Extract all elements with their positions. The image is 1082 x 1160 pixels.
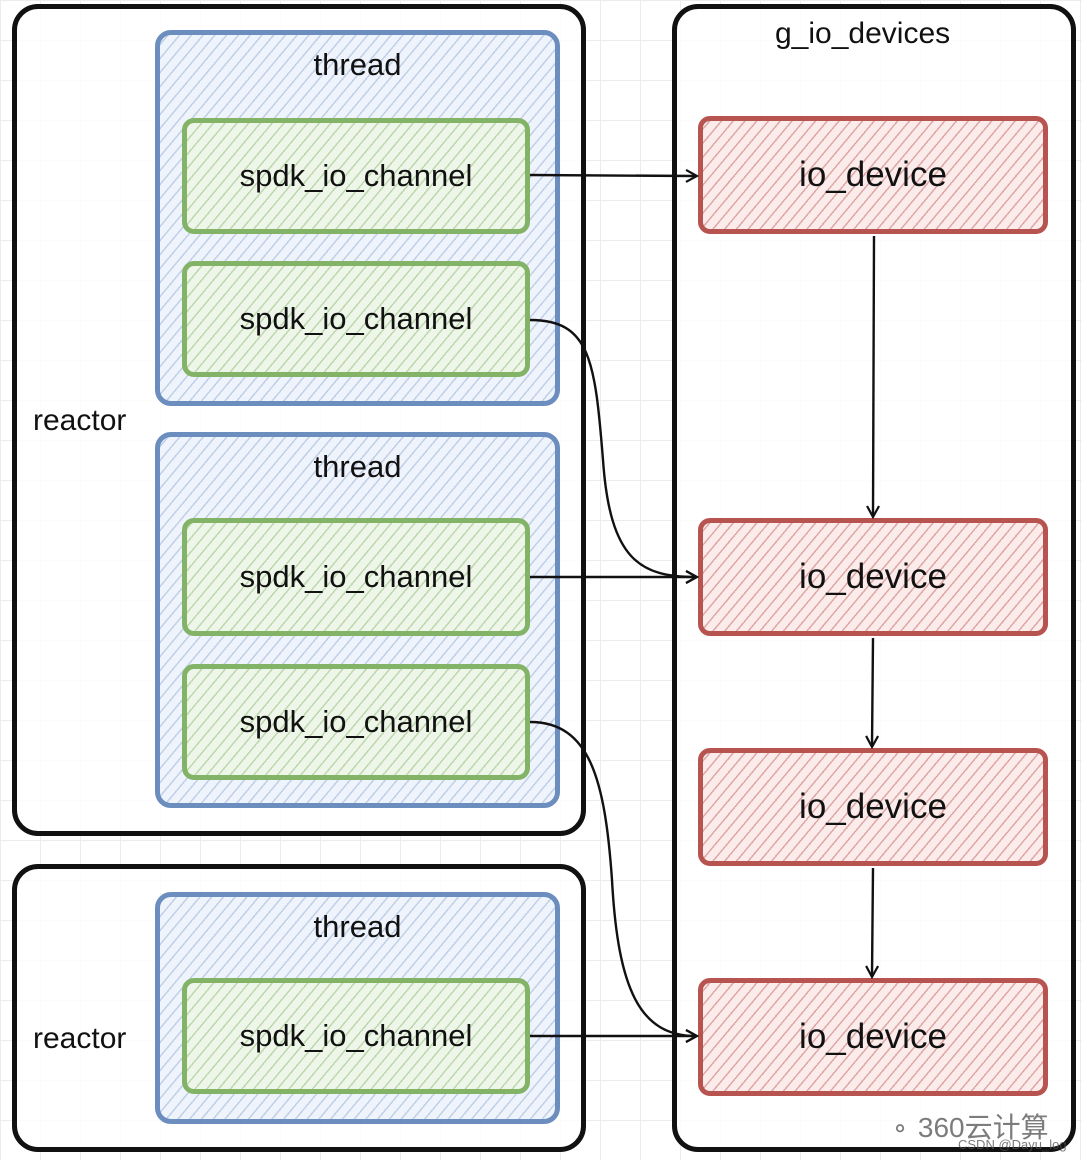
- watermark-brand-text: 360云计算: [917, 1112, 1049, 1143]
- spdk-io-channel-1-label: spdk_io_channel: [239, 158, 473, 193]
- io-device-2[interactable]: io_device: [698, 518, 1048, 636]
- io-device-2-label: io_device: [799, 557, 947, 596]
- spdk-io-channel-2[interactable]: spdk_io_channel: [182, 261, 530, 377]
- io-device-1[interactable]: io_device: [698, 116, 1048, 234]
- io-device-4-label: io_device: [799, 1017, 947, 1056]
- io-device-1-label: io_device: [799, 155, 947, 194]
- thread-3-title: thread: [313, 909, 402, 944]
- spdk-io-channel-1[interactable]: spdk_io_channel: [182, 118, 530, 234]
- spdk-io-channel-2-label: spdk_io_channel: [239, 301, 473, 336]
- io-device-3[interactable]: io_device: [698, 748, 1048, 866]
- reactor-label-1: reactor: [33, 404, 127, 437]
- io-device-4[interactable]: io_device: [698, 978, 1048, 1096]
- reactor-label-2: reactor: [33, 1022, 127, 1055]
- io-device-3-label: io_device: [799, 787, 947, 826]
- spdk-io-channel-4[interactable]: spdk_io_channel: [182, 664, 530, 780]
- watermark-brand: ⚬ 360云计算: [890, 1106, 1049, 1146]
- g-io-devices-title: g_io_devices: [775, 17, 951, 50]
- thread-1-title: thread: [313, 47, 402, 82]
- spdk-io-channel-3[interactable]: spdk_io_channel: [182, 518, 530, 636]
- watermark-credit: CSDN @Dayu_log: [958, 1137, 1067, 1152]
- spdk-io-channel-4-label: spdk_io_channel: [239, 704, 473, 739]
- thread-2-title: thread: [313, 449, 402, 484]
- wechat-icon: ⚬: [890, 1116, 911, 1143]
- spdk-io-channel-5-label: spdk_io_channel: [239, 1018, 473, 1053]
- spdk-io-channel-3-label: spdk_io_channel: [239, 559, 473, 594]
- spdk-io-channel-5[interactable]: spdk_io_channel: [182, 978, 530, 1094]
